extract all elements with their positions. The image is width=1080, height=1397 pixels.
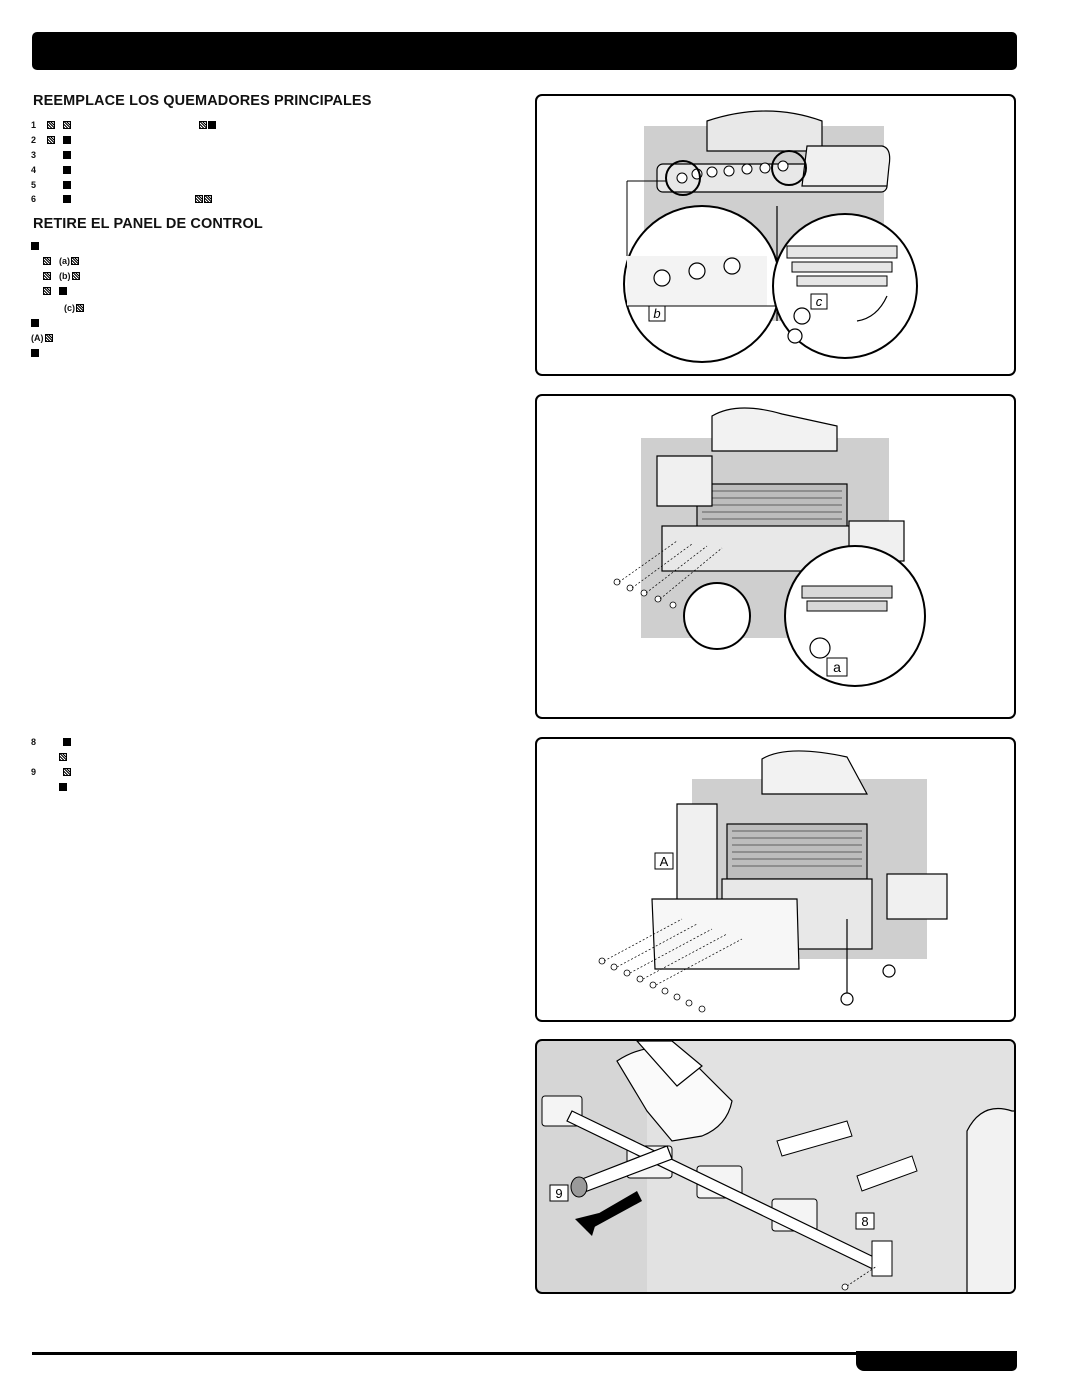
footer-rule: [32, 1352, 1017, 1355]
control-step-a: (a): [31, 256, 79, 266]
step-8-cont: [31, 752, 67, 762]
step-3: 3: [31, 150, 71, 160]
step-9-cont: [31, 782, 67, 792]
step-9: 9: [31, 767, 71, 777]
step-6: 6: [31, 194, 212, 204]
figure-remove-control-panel: A: [535, 737, 1016, 1022]
step-5: 5: [31, 180, 71, 190]
figure-control-knobs: b c: [535, 94, 1016, 376]
step-1: 1: [31, 120, 216, 130]
fig4-label-8: 8: [861, 1214, 868, 1229]
fig2-label-a: a: [833, 659, 841, 675]
figure-remove-burner: 9 8: [535, 1039, 1016, 1294]
fig1-label-c: c: [816, 294, 823, 309]
step-8: 8: [31, 737, 71, 747]
footer-tab: [856, 1351, 1017, 1371]
figure-control-knobs-art: b c: [623, 110, 918, 363]
figure-remove-burner-art: 9 8: [541, 1041, 1014, 1292]
step-4: 4: [31, 165, 71, 175]
figure-remove-control-panel-art: A: [598, 750, 948, 1013]
control-panel-heading: RETIRE EL PANEL DE CONTROL: [33, 216, 263, 232]
fig1-label-b: b: [653, 306, 660, 321]
fig3-label-A: A: [660, 854, 669, 869]
step-2: 2: [31, 135, 71, 145]
control-note-2: [31, 348, 39, 358]
control-step-c-intro: [31, 286, 67, 296]
main-burners-heading: REEMPLACE LOS QUEMADORES PRINCIPALES: [33, 93, 372, 109]
header-bar: [32, 32, 1017, 70]
control-step-b: (b): [31, 271, 80, 281]
figure-remove-knobs-art: a: [613, 407, 926, 687]
control-step-c: (c): [31, 303, 84, 313]
control-note-1: [31, 318, 39, 328]
fig4-label-9: 9: [555, 1186, 562, 1201]
control-note-A: (A): [31, 333, 53, 343]
figure-remove-knobs: a: [535, 394, 1016, 719]
control-step-intro: [31, 241, 39, 251]
